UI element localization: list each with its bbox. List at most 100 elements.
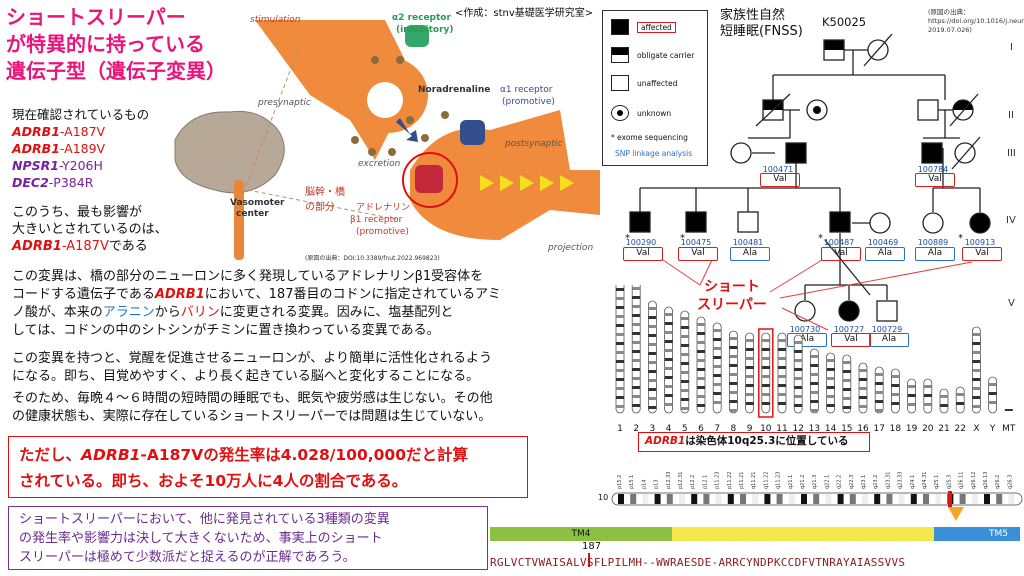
band-label: p15.1 [629, 475, 635, 489]
band [666, 494, 673, 504]
chromosome-10: 10 [760, 332, 772, 434]
band-label: q21.3 [812, 475, 818, 489]
band [910, 494, 917, 504]
affected-symbol-icon [611, 19, 629, 35]
allele-tag: Val [678, 247, 718, 261]
band-label: p11.22 [727, 472, 733, 490]
paragraph-mutation: この変異は、橋の部分のニューロンに多く発現しているアドレナリンβ1受容体を コー… [12, 269, 501, 338]
chromosome-Y: Y [988, 376, 998, 434]
band [849, 494, 856, 504]
band-label: q24.31 [922, 472, 928, 490]
chromosome-21: 21 [938, 388, 950, 434]
allele-tag: Ala [787, 333, 827, 347]
band [801, 494, 807, 504]
label-stimulation: stimulation [250, 15, 301, 25]
exome-star: * [958, 233, 963, 244]
chromosome-8: 8 [728, 330, 738, 434]
allele-tag: Ala [915, 247, 955, 261]
residue-marker [588, 553, 590, 567]
band-label: q22.3 [849, 475, 855, 489]
pedigree-id: 100471 [762, 165, 794, 174]
chromosome-12: 12 [792, 334, 804, 434]
brainstem-icon [234, 180, 244, 260]
unaffected-symbol-icon [611, 75, 629, 91]
svg-text:22: 22 [954, 424, 965, 434]
gen-label: I [1010, 42, 1013, 53]
band [752, 494, 759, 504]
svg-text:17: 17 [873, 424, 884, 434]
chromosome-6: 6 [696, 316, 706, 434]
svg-text:2: 2 [633, 424, 639, 434]
band [630, 494, 637, 504]
band-label: q26.3 [1007, 475, 1013, 489]
gen-label: III [1007, 148, 1016, 159]
allele-tag: Ala [730, 247, 770, 261]
band-label: q22.1 [824, 475, 830, 489]
band-label: q23.33 [898, 472, 904, 490]
chromosome-7: 7 [712, 322, 722, 434]
label-pons: 脳幹・橋 [305, 185, 345, 198]
band [935, 494, 942, 504]
band-label: p12.31 [678, 472, 684, 490]
band-label: p11.21 [739, 472, 745, 490]
pedigree-id: 100469 [867, 238, 899, 247]
page-title: ショートスリーパー が特異的に持っている 遺伝子型（遺伝子変異） [6, 4, 256, 85]
chromosome-X: X [971, 326, 981, 434]
band-label: q25.1 [934, 475, 940, 489]
svg-text:6: 6 [698, 424, 704, 434]
svg-text:4: 4 [666, 424, 672, 434]
band [898, 494, 905, 504]
beta1-receptor-icon [415, 165, 443, 193]
band-label: q26.2 [995, 475, 1001, 489]
variant-item: DEC2-P384R [12, 175, 94, 190]
chromosome-9: 9 [745, 332, 755, 434]
label-noradrenaline: Noradrenaline [418, 85, 490, 95]
band [788, 494, 795, 504]
svg-text:18: 18 [890, 424, 902, 434]
svg-text:10: 10 [760, 424, 772, 434]
band-label: q11.22 [763, 472, 769, 490]
band [874, 494, 881, 504]
band-label: q23.31 [885, 472, 891, 490]
svg-text:9: 9 [747, 424, 753, 434]
band-label: q26.11 [959, 472, 965, 490]
pedigree-id: 100730 [789, 325, 821, 334]
label-presynaptic: presynaptic [257, 98, 311, 108]
paragraph-effect: この変異を持つと、覚醒を促進させるニューロンが、より簡単に活性化されるよう にな… [12, 351, 492, 384]
alpha2-receptor-icon [405, 25, 429, 47]
band [727, 494, 734, 504]
chr10-highlight [758, 328, 774, 418]
band [764, 494, 771, 504]
incidence-callout: ただし、ADRB1-A187Vの発生率は4.028/100,000だと計算 され… [8, 436, 528, 498]
band-label: q26.12 [971, 472, 977, 490]
chromosome-3: 3 [648, 300, 657, 434]
svg-text:11: 11 [776, 424, 787, 434]
title-line: ショートスリーパー [6, 5, 186, 29]
svg-text:(promotive): (promotive) [502, 97, 555, 107]
band [825, 494, 832, 504]
allele-tag: Val [831, 333, 871, 347]
label-excretion: excretion [358, 159, 401, 169]
pedigree-id: 100889 [917, 238, 949, 247]
band [886, 494, 893, 504]
band [959, 494, 966, 504]
svg-text:MT: MT [1002, 424, 1016, 434]
pedigree-source: (原図の出典： https://doi.org/10.1016/j.neuron… [928, 8, 1024, 34]
band [679, 494, 685, 504]
band [703, 494, 710, 504]
label-a2: α2 receptor [392, 13, 451, 23]
svg-text:β1 receptor: β1 receptor [350, 215, 403, 225]
svg-text:20: 20 [922, 424, 934, 434]
label-projection: projection [547, 243, 593, 253]
pedigree-chart [629, 33, 991, 331]
band [642, 494, 649, 504]
protein-sequence: RGLVCTVWAISALVSFLPILMH--WWRAESDE-ARRCYND… [490, 556, 906, 569]
pedigree-title: 家族性自然 短睡眠(FNSS) [720, 8, 803, 39]
chromosome-18: 18 [890, 368, 902, 434]
allele-tag: Ala [869, 333, 909, 347]
band [996, 494, 1003, 504]
band-label: p15.2 [617, 475, 623, 489]
label-beta1: アドレナリン [356, 202, 410, 213]
chromosome-11: 11 [776, 332, 788, 434]
